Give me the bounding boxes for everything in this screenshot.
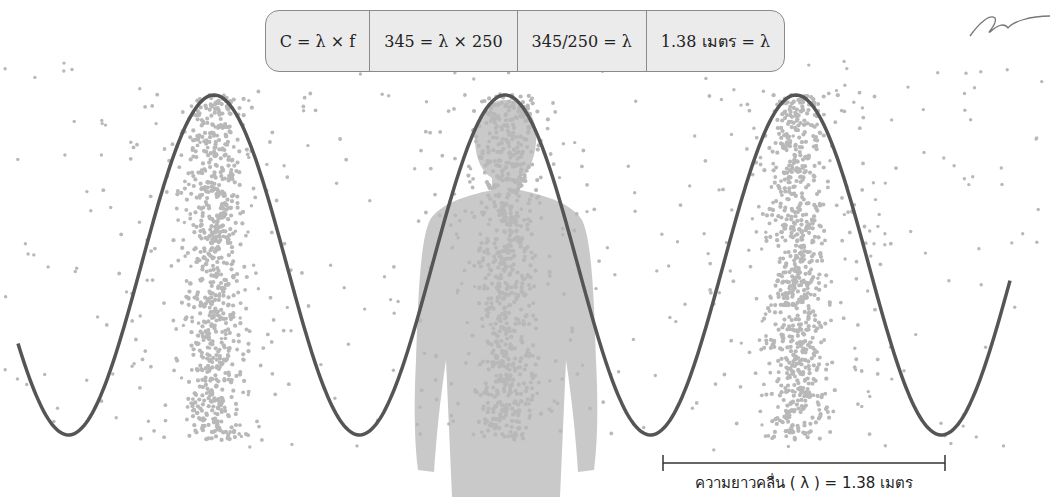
formula-step: C = λ × f bbox=[266, 11, 369, 71]
formula-box: C = λ × f345 = λ × 250345/250 = λ1.38 เม… bbox=[265, 10, 785, 72]
wavelength-label: ความยาวคลื่น ( λ ) = 1.38 เมตร bbox=[692, 471, 916, 495]
wavelength-bracket bbox=[663, 455, 945, 471]
formula-step: 1.38 เมตร = λ bbox=[646, 11, 784, 71]
formula-step: 345/250 = λ bbox=[517, 11, 646, 71]
air-particles bbox=[3, 60, 1043, 452]
person-silhouette bbox=[415, 100, 598, 497]
sine-wave bbox=[18, 95, 1010, 435]
formula-step: 345 = λ × 250 bbox=[369, 11, 516, 71]
signature-mark bbox=[970, 16, 1050, 36]
